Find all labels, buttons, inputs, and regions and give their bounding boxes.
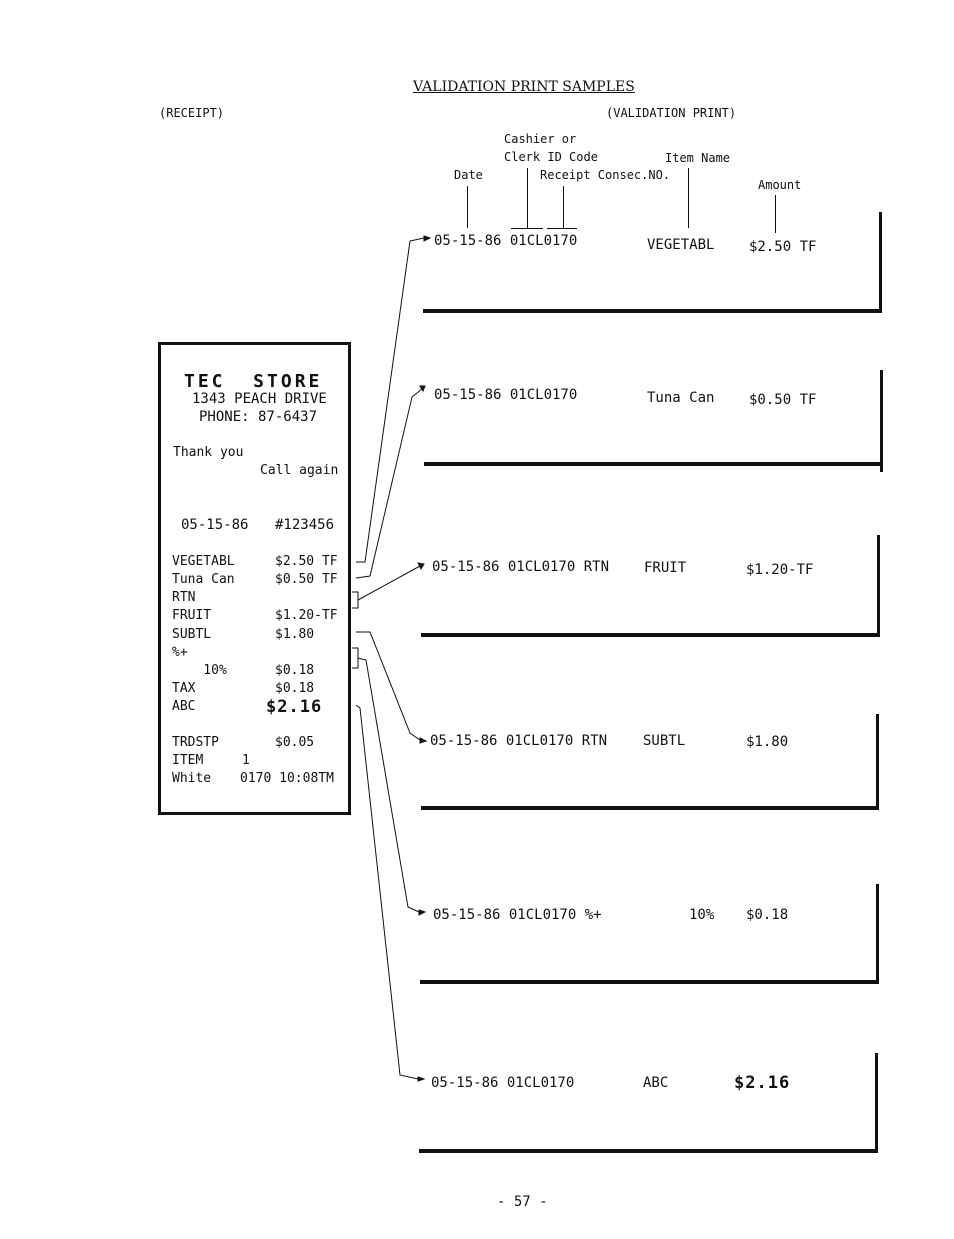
- slip-6-bottom-edge: [419, 1149, 878, 1153]
- arrowhead: [419, 737, 428, 744]
- receipt-line-value: $1.20-TF: [275, 608, 338, 623]
- validation-1-text: 05-15-86 01CL0170: [434, 233, 578, 249]
- receipt-line-label: RTN: [172, 590, 196, 605]
- arrowhead: [418, 909, 427, 916]
- store-phone: PHONE: 87-6437: [199, 409, 318, 425]
- slip-4-bottom-edge: [421, 806, 879, 810]
- receipt-line-value: $1.80: [275, 627, 315, 642]
- consec-bracket: [547, 228, 577, 229]
- store-address: 1343 PEACH DRIVE: [192, 391, 327, 407]
- validation-2-item: Tuna Can: [647, 390, 715, 406]
- cashier-name: White: [172, 771, 212, 786]
- connector-line: [356, 237, 425, 563]
- receipt-line-value: $0.50 TF: [275, 572, 338, 587]
- legend-date: Date: [454, 168, 483, 182]
- page-title: VALIDATION PRINT SAMPLES: [413, 79, 635, 95]
- slip-6-right-edge: [875, 1053, 878, 1153]
- slip-5-bottom-edge: [420, 980, 879, 984]
- receipt-line-label: ABC: [172, 699, 196, 714]
- receipt-line-label: SUBTL: [172, 627, 212, 642]
- bracket-line: [352, 647, 359, 669]
- slip-2-bottom-edge: [424, 462, 883, 466]
- arrowhead: [417, 1076, 426, 1082]
- receipt: [158, 342, 351, 815]
- validation-2-text: 05-15-86 01CL0170: [434, 387, 578, 403]
- legend-cashier-line2: Clerk ID Code: [504, 150, 598, 164]
- receipt-line-value: $0.18: [275, 681, 315, 696]
- validation-2-amount: $0.50 TF: [749, 392, 817, 408]
- validation-1-item: VEGETABL: [647, 237, 715, 253]
- validation-4-item: SUBTL: [643, 733, 686, 749]
- validation-6-amount: $2.16: [734, 1073, 791, 1093]
- item-tick: [688, 168, 689, 228]
- validation-5-text: 05-15-86 01CL0170 %+: [433, 907, 602, 923]
- validation-3-text: 05-15-86 01CL0170 RTN: [432, 559, 610, 575]
- arrowhead: [419, 385, 426, 393]
- item-count-value: 1: [242, 753, 250, 768]
- slip-4-right-edge: [876, 714, 879, 810]
- receipt-line-value: $2.50 TF: [275, 554, 338, 569]
- consec-tick: [563, 186, 564, 228]
- call-again-text: Call again: [260, 463, 339, 478]
- thank-you-text: Thank you: [173, 445, 244, 460]
- receipt-line-label: 10%: [172, 663, 227, 678]
- legend-item-name: Item Name: [665, 151, 731, 165]
- validation-4-amount: $1.80: [746, 734, 789, 750]
- legend-amount: Amount: [758, 178, 802, 192]
- validation-3-amount: $1.20-TF: [746, 562, 814, 578]
- receipt-line-value: $0.18: [275, 663, 315, 678]
- receipt-footer-info: 0170 10:08TM: [240, 771, 334, 786]
- item-count-label: ITEM: [172, 753, 204, 768]
- slip-1-right-edge: [879, 212, 882, 313]
- slip-5-right-edge: [876, 884, 879, 984]
- receipt-line-label: FRUIT: [172, 608, 212, 623]
- slip-3-bottom-edge: [421, 633, 880, 637]
- arrowhead: [423, 235, 432, 242]
- receipt-line-label: VEGETABL: [172, 554, 235, 569]
- validation-1-amount: $2.50 TF: [749, 239, 817, 255]
- validation-5-item: 10%: [689, 907, 715, 923]
- validation-6-item: ABC: [643, 1075, 669, 1091]
- connector-line: [357, 565, 421, 601]
- connector-line: [355, 388, 423, 579]
- cashier-bracket: [511, 228, 543, 229]
- cashier-tick: [527, 168, 528, 228]
- connector-line: [357, 657, 420, 913]
- trdstp-label: TRDSTP: [172, 735, 219, 750]
- validation-heading: (VALIDATION PRINT): [606, 106, 737, 120]
- slip-1-bottom-edge: [423, 309, 882, 313]
- validation-5-amount: $0.18: [746, 907, 789, 923]
- connector-line: [356, 631, 421, 741]
- arrowhead: [417, 562, 425, 571]
- receipt-date: 05-15-86: [181, 517, 249, 533]
- receipt-heading: (RECEIPT): [159, 106, 225, 120]
- amount-tick: [775, 195, 776, 233]
- slip-3-right-edge: [877, 535, 880, 637]
- legend-cashier-line1: Cashier or: [504, 132, 577, 146]
- store-name: TEC STORE: [184, 371, 323, 392]
- validation-6-text: 05-15-86 01CL0170: [431, 1075, 575, 1091]
- legend-receipt-consec: Receipt Consec.NO.: [540, 168, 671, 182]
- receipt-total-amount: $2.16: [266, 697, 323, 717]
- bracket-line: [352, 591, 359, 609]
- trdstp-value: $0.05: [275, 735, 315, 750]
- receipt-line-label: Tuna Can: [172, 572, 235, 587]
- receipt-number: #123456: [275, 517, 335, 533]
- connector-line: [355, 704, 419, 1080]
- slip-2-right-edge: [880, 370, 883, 472]
- receipt-line-label: %+: [172, 645, 188, 660]
- validation-4-text: 05-15-86 01CL0170 RTN: [430, 733, 608, 749]
- validation-3-item: FRUIT: [644, 560, 687, 576]
- date-tick: [467, 186, 468, 228]
- receipt-line-label: TAX: [172, 681, 196, 696]
- page-number: - 57 -: [497, 1194, 548, 1210]
